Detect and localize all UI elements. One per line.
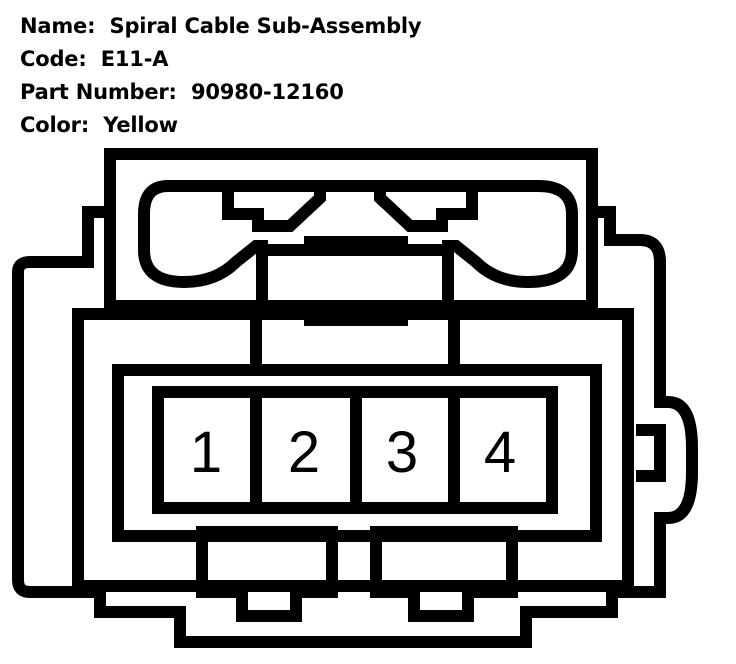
- key-right: [370, 526, 518, 622]
- latch-ramp-right: [374, 186, 478, 232]
- housing-outline: [11, 148, 698, 648]
- color-value: Yellow: [103, 113, 178, 137]
- color-label: Color:: [20, 113, 90, 137]
- part-number-value: 90980-12160: [190, 80, 344, 104]
- pin-1-label: 1: [190, 420, 222, 485]
- latch-ramp-left: [222, 186, 326, 232]
- code-value: E11-A: [100, 47, 169, 71]
- key-left: [196, 526, 338, 622]
- color-line: Color: Yellow: [20, 109, 421, 142]
- lock-post: [256, 236, 454, 326]
- pin-labels: 1 2 3 4: [190, 420, 516, 485]
- pin-3-label: 3: [386, 420, 418, 485]
- cavity-grid: [152, 386, 558, 514]
- inner-frame: [72, 308, 634, 592]
- latch-arm: [138, 180, 578, 289]
- part-number-line: Part Number: 90980-12160: [20, 76, 421, 109]
- code-line: Code: E11-A: [20, 43, 421, 76]
- side-tab: [636, 424, 666, 482]
- latch-body: [104, 148, 598, 312]
- part-number-label: Part Number:: [20, 80, 177, 104]
- code-label: Code:: [20, 47, 87, 71]
- connector-info: Name: Spiral Cable Sub-Assembly Code: E1…: [20, 10, 422, 142]
- name-label: Name:: [20, 14, 96, 38]
- terminal-block: [112, 364, 602, 542]
- name-line: Name: Spiral Cable Sub-Assembly: [20, 10, 422, 43]
- name-value: Spiral Cable Sub-Assembly: [109, 14, 422, 38]
- pin-4-label: 4: [484, 420, 516, 485]
- pin-2-label: 2: [288, 420, 320, 485]
